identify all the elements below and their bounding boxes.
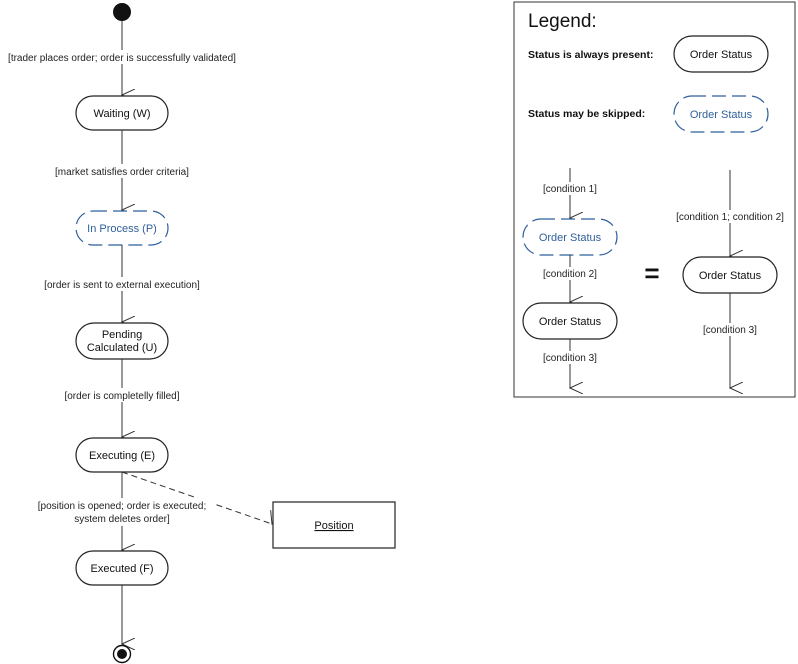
state-pending-label-line2: Calculated (U) [87,342,157,354]
legend-left-state-solid-label: Order Status [539,316,602,328]
final-state-inner [117,649,127,659]
legend-state-solid-label: Order Status [690,49,753,61]
legend-left-condition3: [condition 3] [543,353,597,364]
transition-label-validated: [trader places order; order is successfu… [8,53,236,64]
legend-state-solid [673,35,769,73]
legend-title: Legend: [528,11,597,32]
state-waiting-label: Waiting (W) [93,108,150,120]
position-label: Position [314,520,353,532]
legend-left-condition2: [condition 2] [543,269,597,280]
state-pending-label-line1: Pending [102,329,142,341]
legend-right-condition12: [condition 1; condition 2] [676,212,784,223]
initial-state [113,3,131,21]
legend-state-dashed-label: Order Status [690,109,753,121]
transition-label-market-criteria: [market satisfies order criteria] [55,167,189,178]
dependency-arrow-executing-position [121,471,272,524]
state-executing-label: Executing (E) [89,450,155,462]
legend-right-condition3: [condition 3] [703,325,757,336]
state-in-process-label: In Process (P) [87,223,157,235]
state-executed-label: Executed (F) [91,563,154,575]
legend-equals-sign: = [644,258,659,288]
transition-label-completely-filled: [order is completelly filled] [64,391,179,402]
position-box [272,501,396,549]
legend-left-state-dashed-label: Order Status [539,232,602,244]
legend-always-present-label: Status is always present: [528,49,653,61]
legend-may-be-skipped-label: Status may be skipped: [528,108,645,120]
transition-label-external-execution: [order is sent to external execution] [44,280,200,291]
legend-state-dashed [673,95,769,133]
legend-right-state-solid-label: Order Status [699,270,762,282]
transition-label-position-opened-line2: system deletes order] [74,514,170,525]
transition-label-position-opened-line1: [position is opened; order is executed; [38,501,206,512]
legend-left-condition1: [condition 1] [543,184,597,195]
